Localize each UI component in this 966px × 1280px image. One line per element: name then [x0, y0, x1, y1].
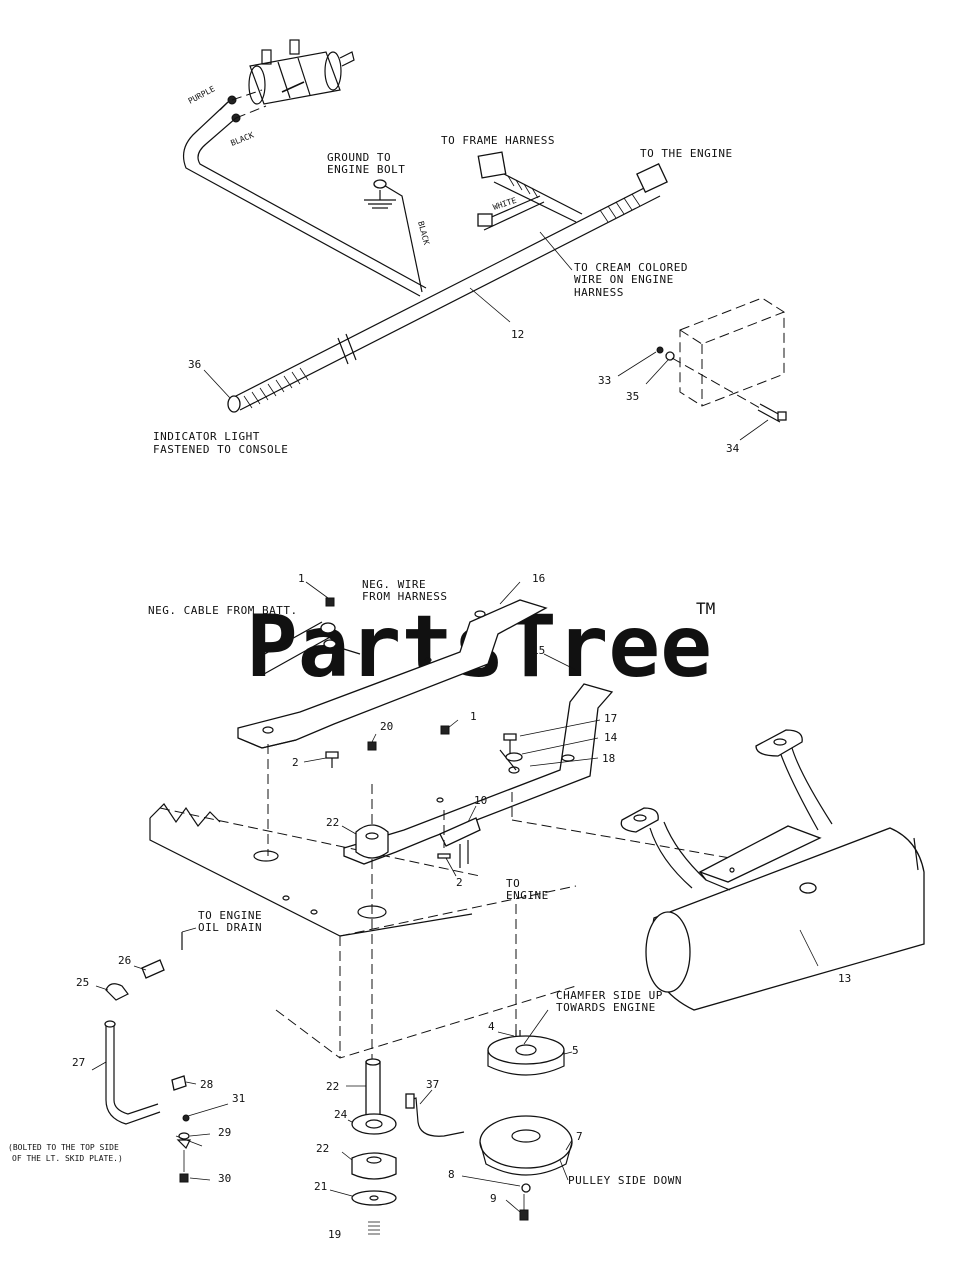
oil-drain-hose	[104, 932, 191, 1183]
label-ground-2: ENGINE BOLT	[327, 163, 405, 176]
part-number-19: 19	[328, 1228, 341, 1241]
clutch-muffler-assembly: NEG. CABLE FROM BATT. NEG. WIRE FROM HAR…	[8, 572, 925, 1241]
leader-lines-top	[203, 231, 769, 441]
label-to-the-engine: TO THE ENGINE	[640, 147, 733, 160]
part-number-22c: 22	[316, 1142, 329, 1155]
wire-label-purple: PURPLE	[187, 84, 217, 106]
part-number-24: 24	[334, 1108, 348, 1121]
wire-harness-assembly: PURPLE BLACK BLACK WHITE TO FRAME HARNES…	[153, 39, 787, 456]
label-oil-drain-2: OIL DRAIN	[198, 921, 262, 934]
part-number-31: 31	[232, 1092, 245, 1105]
label-indicator-1: INDICATOR LIGHT	[153, 430, 260, 443]
spacer-stack	[351, 824, 397, 1235]
part-number-33: 33	[598, 374, 611, 387]
part-number-35: 35	[626, 390, 639, 403]
battery-cable	[253, 597, 361, 675]
part-number-17: 17	[604, 712, 617, 725]
harness-cable	[183, 101, 668, 413]
label-cream-2: WIRE ON ENGINE	[574, 273, 674, 286]
label-cream-1: TO CREAM COLORED	[574, 261, 688, 274]
watermark-tm: TM	[696, 599, 715, 618]
part-number-10: 10	[474, 794, 487, 807]
module-box	[656, 297, 787, 423]
wire-label-black: BLACK	[229, 130, 255, 147]
label-bolted-1: (BOLTED TO THE TOP SIDE	[8, 1143, 119, 1152]
label-to-frame-harness: TO FRAME HARNESS	[441, 134, 555, 147]
part-number-29: 29	[218, 1126, 231, 1139]
label-neg-cable: NEG. CABLE FROM BATT.	[148, 604, 298, 617]
label-chamfer-1: CHAMFER SIDE UP	[556, 989, 663, 1002]
part-number-36: 36	[188, 358, 201, 371]
solenoid	[227, 39, 355, 123]
part-number-7: 7	[576, 1130, 583, 1143]
label-neg-wire-1: NEG. WIRE	[362, 578, 426, 591]
part-number-13: 13	[838, 972, 851, 985]
bracket-16	[237, 599, 548, 749]
part-number-15: 15	[532, 644, 545, 657]
label-indicator-2: FASTENED TO CONSOLE	[153, 443, 288, 456]
part-number-8: 8	[448, 1168, 455, 1181]
part-number-30: 30	[218, 1172, 231, 1185]
muffler	[620, 729, 925, 1011]
wire-label-white: WHITE	[492, 196, 518, 212]
part-number-27: 27	[72, 1056, 85, 1069]
part-number-1a: 1	[298, 572, 305, 585]
label-bolted-2: OF THE LT. SKID PLATE.)	[12, 1154, 123, 1163]
part-number-22b: 22	[326, 1080, 339, 1093]
part-number-22a: 22	[326, 816, 339, 829]
label-to-engine-1: TO	[506, 877, 520, 890]
leader-lines-bottom	[91, 581, 819, 1213]
hardware	[325, 725, 523, 859]
label-neg-wire-2: FROM HARNESS	[362, 590, 447, 603]
frame	[149, 803, 577, 1059]
wire-label-black-ground: BLACK	[416, 220, 431, 246]
part-number-34: 34	[726, 442, 740, 455]
part-number-4: 4	[488, 1020, 495, 1033]
coil-wrap	[243, 367, 309, 409]
label-oil-drain-1: TO ENGINE	[198, 909, 262, 922]
clutch-pulley	[405, 1030, 573, 1221]
part-number-5: 5	[572, 1044, 579, 1057]
part-number-25: 25	[76, 976, 89, 989]
label-ground-1: GROUND TO	[327, 151, 391, 164]
part-number-20: 20	[380, 720, 393, 733]
label-cream-3: HARNESS	[574, 286, 624, 299]
label-chamfer-2: TOWARDS ENGINE	[556, 1001, 656, 1014]
part-number-18: 18	[602, 752, 615, 765]
part-number-2b: 2	[456, 876, 463, 889]
part-number-21: 21	[314, 1180, 327, 1193]
part-number-2a: 2	[292, 756, 299, 769]
coil-wrap-engine	[599, 193, 641, 223]
label-to-engine-2: ENGINE	[506, 889, 549, 902]
part-number-37: 37	[426, 1078, 439, 1091]
part-number-16: 16	[532, 572, 545, 585]
part-number-28: 28	[200, 1078, 213, 1091]
part-number-12: 12	[511, 328, 524, 341]
part-number-26: 26	[118, 954, 131, 967]
part-number-9: 9	[490, 1192, 497, 1205]
part-number-14: 14	[604, 731, 618, 744]
label-pulley-side-down: PULLEY SIDE DOWN	[568, 1174, 682, 1187]
part-number-1b: 1	[470, 710, 477, 723]
